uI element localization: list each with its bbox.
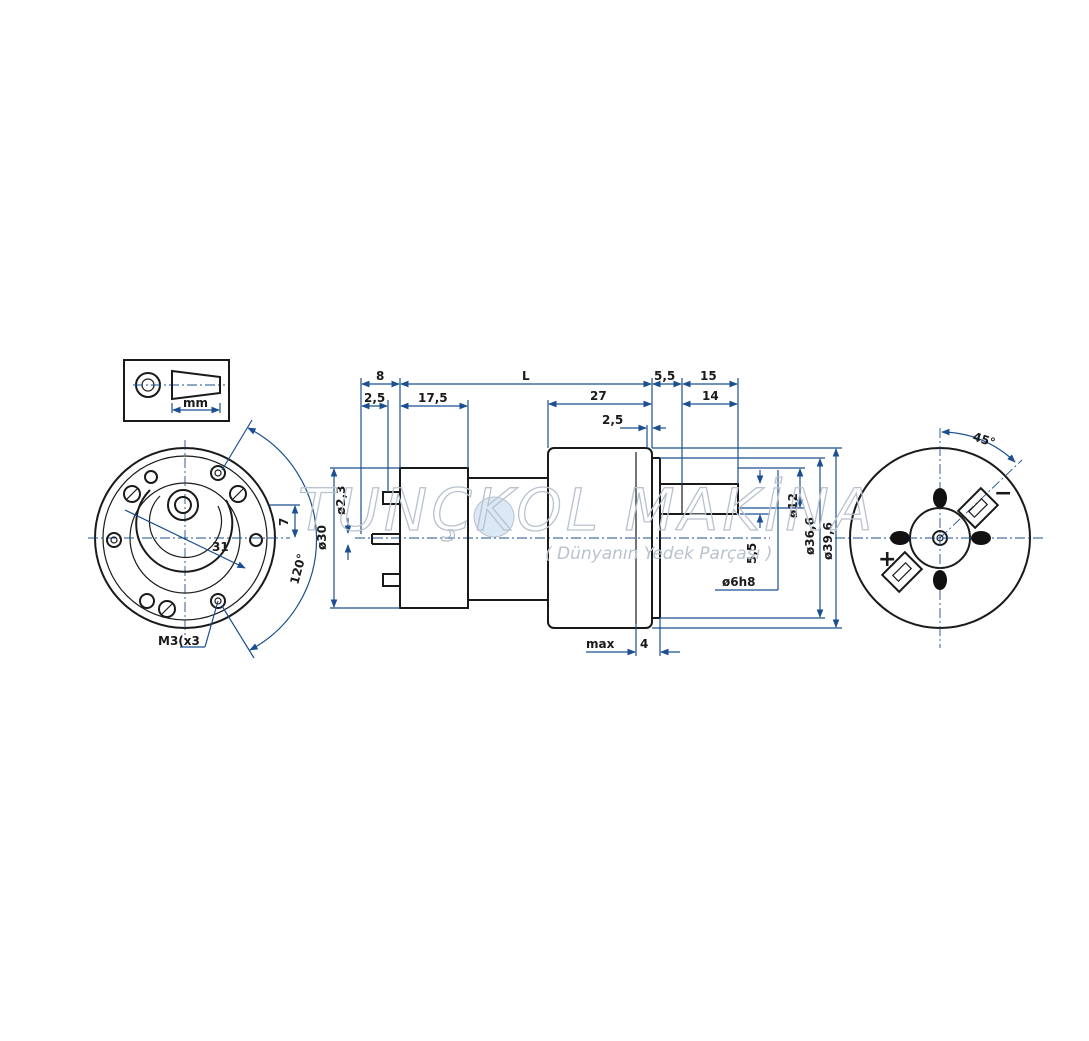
dim-5-5-shaft: 5,5 [745, 543, 759, 564]
rear-slot-right [971, 531, 991, 545]
front-view: 31 120° 7 M3(x3 [88, 419, 318, 659]
dim-max: max [586, 637, 615, 651]
dim-27: 27 [590, 389, 607, 403]
front-offset-label: 7 [277, 518, 291, 526]
dim-14: 14 [702, 389, 719, 403]
dim-5-5-top: 5,5 [654, 369, 675, 383]
dim-17-5: 17,5 [418, 391, 448, 405]
rear-slot-top [933, 488, 947, 508]
watermark-brand: TUNÇKOL MAKİNA [298, 476, 877, 544]
dim-dia-2-3: ø2,3 [334, 485, 348, 515]
terminal-negative [956, 486, 1000, 530]
dim-4: 4 [640, 637, 648, 651]
dim-dia-12: ø12 [786, 493, 800, 518]
rear-plus-label: + [878, 547, 896, 572]
front-angle-label: 120° [287, 552, 309, 586]
inset-box: mm [123, 359, 230, 422]
front-thread-label: M3(x3 [158, 634, 200, 648]
dim-15: 15 [700, 369, 717, 383]
rear-view: + − 45° [835, 428, 1045, 648]
side-view: 8 L 5,5 15 2,5 17,5 27 14 2,5 ø30 ø2,3 [315, 369, 842, 656]
front-radius-label: 31 [212, 540, 229, 554]
dim-dia-36-6: ø36,6 [803, 517, 817, 555]
dim-dia-30: ø30 [315, 525, 329, 550]
inset-unit-label: mm [183, 396, 208, 410]
dim-dia-6h8: ø6h8 [722, 575, 756, 589]
dim-2-5-right: 2,5 [602, 413, 623, 427]
rear-minus-label: − [994, 481, 1012, 506]
rear-slot-bottom [933, 570, 947, 590]
terminal-positive [880, 550, 924, 594]
dim-dia-39-6: ø39,6 [821, 522, 835, 560]
watermark: TUNÇKOL MAKİNA ( Dünyanın Yedek Parçası … [297, 475, 877, 564]
watermark-tagline: ( Dünyanın Yedek Parçası ) [545, 544, 772, 564]
dim-2-5-left: 2,5 [364, 391, 385, 405]
dim-8: 8 [376, 369, 384, 383]
rear-angle-label: 45° [971, 430, 997, 450]
rear-slot-left [890, 531, 910, 545]
dim-L: L [522, 369, 530, 383]
